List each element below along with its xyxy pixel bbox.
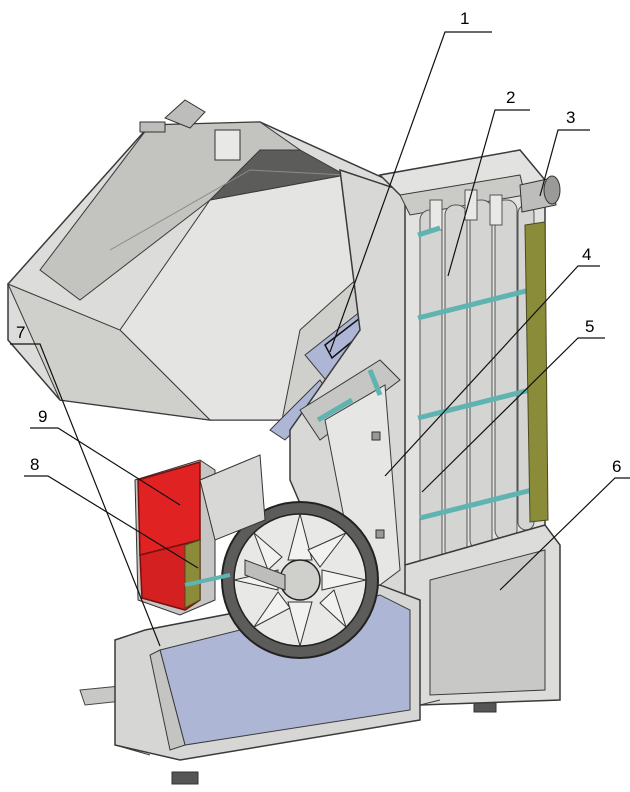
callout-7: 7 [16,323,26,342]
callout-1: 1 [460,9,470,28]
leader-line-1 [329,31,492,353]
leader-line-2 [447,109,530,277]
leader-line-7 [10,343,161,647]
leader-line-9 [30,427,181,506]
rotor-wheel [221,501,379,659]
callout-5: 5 [585,317,595,336]
leader-line-8 [24,475,199,569]
filter-chamber [316,149,549,581]
leader-lines [10,31,630,647]
callout-9: 9 [38,407,48,426]
callout-8: 8 [30,455,40,474]
leader-line-5 [421,337,605,493]
leader-line-3 [539,129,590,197]
filter-tubes [419,199,535,571]
front-panels [134,454,266,616]
callout-4: 4 [582,245,592,264]
leader-line-4 [384,265,600,477]
outlet-pipe [519,175,561,213]
callout-2: 2 [506,88,516,107]
callout-6: 6 [612,457,622,476]
tube-clamp-bands [316,225,533,521]
callout-3: 3 [566,108,576,127]
leader-line-6 [499,477,630,591]
